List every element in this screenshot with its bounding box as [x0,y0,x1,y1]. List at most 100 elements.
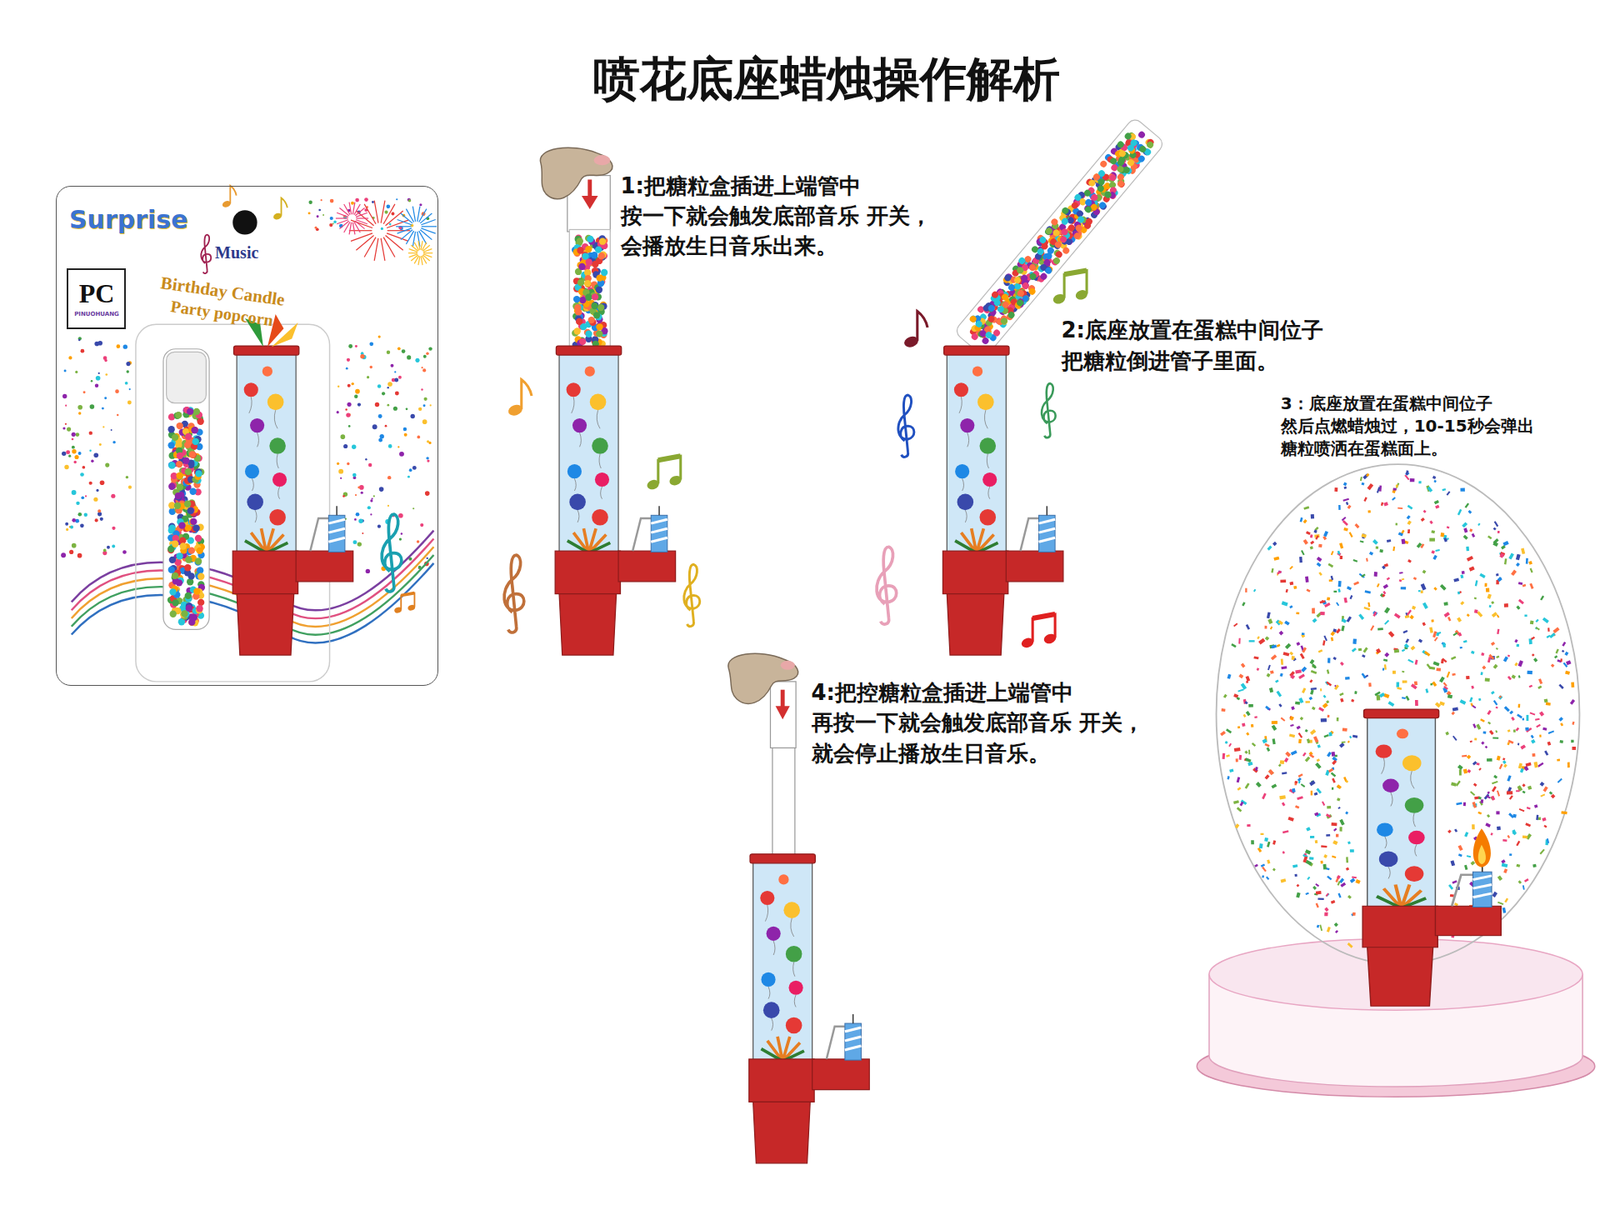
confetti-piece [1324,912,1328,917]
candy [176,422,184,430]
confetti-piece [1245,588,1247,593]
confetti-dot [425,456,429,460]
confetti-piece [1310,514,1315,520]
confetti-piece [1518,599,1525,605]
confetti-dot [106,545,110,550]
confetti-piece [1457,591,1460,595]
candies [571,235,609,349]
confetti-dot [428,441,431,445]
confetti-piece [1507,741,1510,745]
confetti-dot [128,485,132,490]
confetti-piece [1470,740,1473,743]
confetti-piece [1570,699,1575,705]
confetti-piece [1295,805,1300,809]
confetti-dot [71,445,75,450]
confetti-piece [1323,695,1327,699]
confetti-dot [428,346,432,350]
confetti-piece [1435,549,1440,552]
confetti-piece [1245,624,1250,630]
confetti-piece [1272,868,1276,872]
confetti-dot [73,460,76,464]
candy-box-holder [770,681,796,749]
confetti-piece [1475,724,1481,730]
confetti-dot [125,381,129,385]
confetti-piece [1268,769,1275,775]
confetti-piece [1460,646,1463,650]
confetti-dot [336,410,340,414]
confetti-dot [103,549,107,553]
confetti-piece [1388,630,1395,638]
confetti-dot [377,384,381,388]
confetti-piece [1320,688,1322,691]
confetti-piece [1374,571,1378,577]
confetti-piece [1465,502,1470,508]
confetti-piece [1432,630,1437,638]
confetti-piece [1530,568,1534,574]
confetti-dot [405,408,409,411]
confetti-piece [1368,682,1372,687]
confetti-piece [1422,602,1429,610]
firework-ray [423,252,433,254]
confetti-piece [1532,753,1536,757]
candy [175,472,183,480]
candy [1015,298,1025,308]
confetti-piece [1289,565,1294,570]
candy [197,599,205,606]
confetti-piece [1284,757,1289,763]
confetti-dot [100,517,104,521]
firework-ray [397,228,412,234]
confetti-piece [1485,587,1490,592]
firework-ray [421,255,427,265]
confetti-piece [1280,673,1284,677]
confetti-piece [1516,644,1520,647]
candy [984,330,994,340]
confetti-piece [1312,885,1317,890]
confetti-piece [1311,664,1316,669]
cap-nub [780,660,795,670]
confetti-piece [1515,605,1520,610]
candy-tube [163,349,210,630]
firework-ray [412,206,415,222]
candy [990,290,1000,300]
confetti-piece [1223,694,1228,699]
confetti-piece [1413,576,1417,580]
confetti-dot [403,427,407,431]
confetti-piece [1253,655,1259,660]
confetti-dot [62,394,67,399]
confetti-piece [1332,840,1338,845]
confetti-piece [1384,664,1387,670]
confetti-piece [1323,530,1329,537]
confetti-piece [1444,611,1450,618]
confetti-piece [1311,663,1317,669]
candy [180,610,188,617]
confetti-piece [1410,683,1418,690]
confetti-dot [103,355,108,360]
confetti-piece [1339,542,1344,549]
confetti-dot [74,455,79,460]
confetti-dot [398,375,402,380]
confetti-piece [1311,608,1315,615]
confetti-piece [1509,795,1514,800]
confetti-piece [1314,792,1319,796]
confetti-piece [1405,638,1410,644]
confetti-piece [1295,725,1300,730]
confetti-piece [1490,690,1495,695]
confetti-dot [332,222,335,225]
candy [1051,228,1061,238]
candy [1017,255,1027,265]
confetti-piece [1280,580,1286,584]
confetti-dot [65,528,69,531]
candy [579,296,586,304]
confetti-piece [1433,480,1436,484]
confetti-piece [1333,656,1337,660]
confetti-piece [1266,673,1271,678]
confetti-piece [1267,545,1273,551]
confetti-piece [1282,850,1285,854]
candy [591,301,599,309]
confetti-dot [333,220,336,224]
confetti-piece [1306,738,1310,744]
confetti-piece [1309,754,1315,759]
confetti-piece [1446,490,1451,496]
confetti-dot [94,341,100,347]
confetti-piece [1414,680,1418,685]
